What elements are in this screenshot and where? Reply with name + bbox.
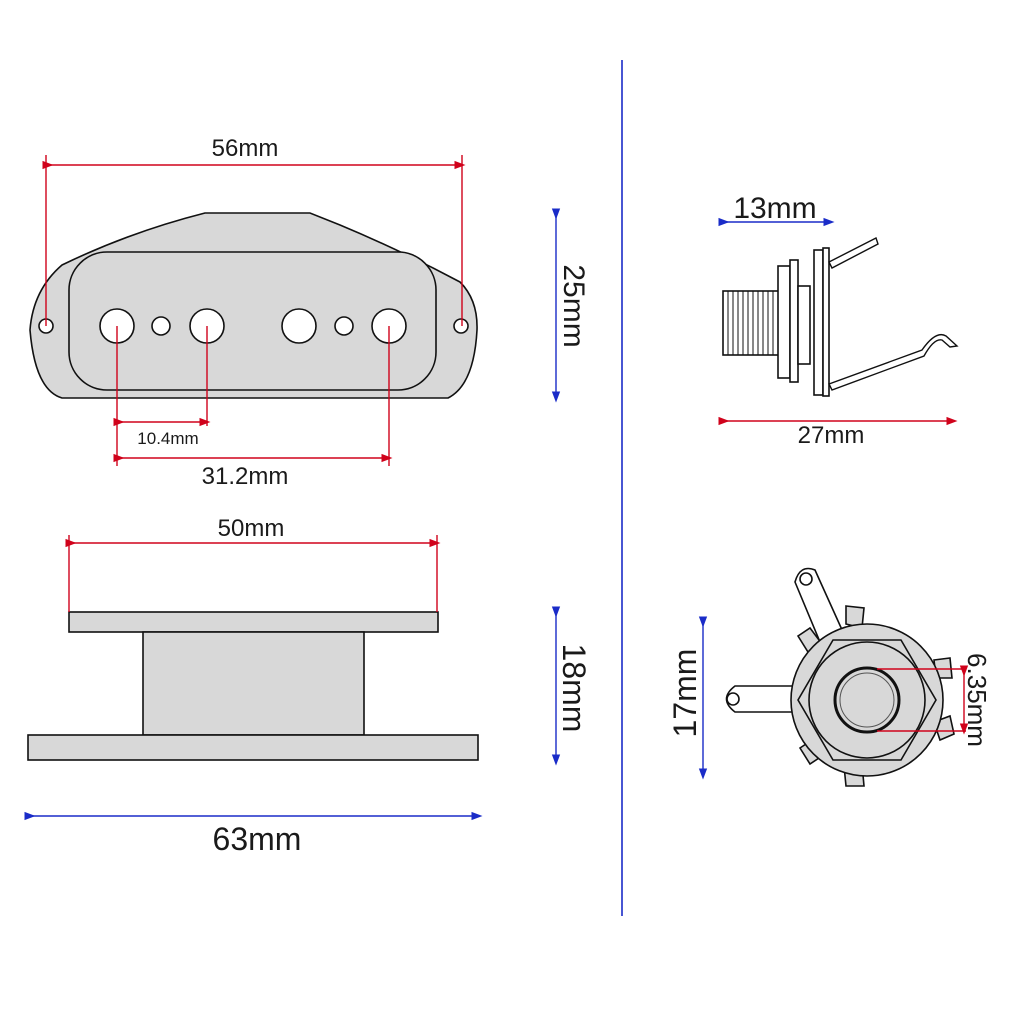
dim-label-10-4mm: 10.4mm bbox=[137, 429, 198, 448]
pickup-cover bbox=[68, 251, 437, 391]
jack-front-view: 17mm 6.35mm bbox=[667, 567, 992, 787]
pole-piece-small-1 bbox=[151, 316, 171, 336]
jack-frame-back bbox=[822, 247, 830, 397]
pickup-top-view: 56mm 25mm 10.4mm 31.2mm bbox=[29, 135, 590, 490]
jack-body bbox=[797, 285, 811, 365]
dim-label-50mm: 50mm bbox=[218, 515, 285, 542]
dim-label-31-2mm: 31.2mm bbox=[202, 463, 289, 490]
dim-label-13mm: 13mm bbox=[733, 192, 816, 225]
dim-label-6-35mm: 6.35mm bbox=[962, 653, 992, 747]
jack-lug-left bbox=[725, 685, 801, 713]
jack-spring-contact-bottom bbox=[828, 333, 959, 391]
jack-side-view: 13mm 27mm bbox=[718, 192, 959, 449]
dim-label-63mm: 63mm bbox=[213, 821, 302, 857]
pole-piece-3 bbox=[281, 308, 317, 344]
jack-washer bbox=[789, 259, 799, 383]
dim-label-56mm: 56mm bbox=[212, 135, 279, 162]
pickup-bobbin-body bbox=[142, 631, 365, 736]
dim-label-17mm: 17mm bbox=[667, 649, 703, 738]
dim-label-25mm: 25mm bbox=[557, 264, 590, 347]
jack-nut bbox=[777, 265, 791, 379]
jack-frame bbox=[813, 249, 824, 396]
pickup-top-flange bbox=[68, 611, 439, 633]
pole-piece-small-2 bbox=[334, 316, 354, 336]
jack-lug-top bbox=[794, 567, 845, 644]
pickup-side-view: 50mm 18mm 63mm bbox=[24, 515, 592, 857]
dim-label-18mm: 18mm bbox=[556, 644, 592, 733]
jack-spring-contact-top bbox=[828, 237, 879, 269]
jack-threaded-barrel bbox=[722, 290, 781, 356]
dim-label-27mm: 27mm bbox=[798, 422, 865, 449]
pickup-base-plate bbox=[27, 734, 479, 761]
mounting-hole-right bbox=[453, 318, 469, 334]
